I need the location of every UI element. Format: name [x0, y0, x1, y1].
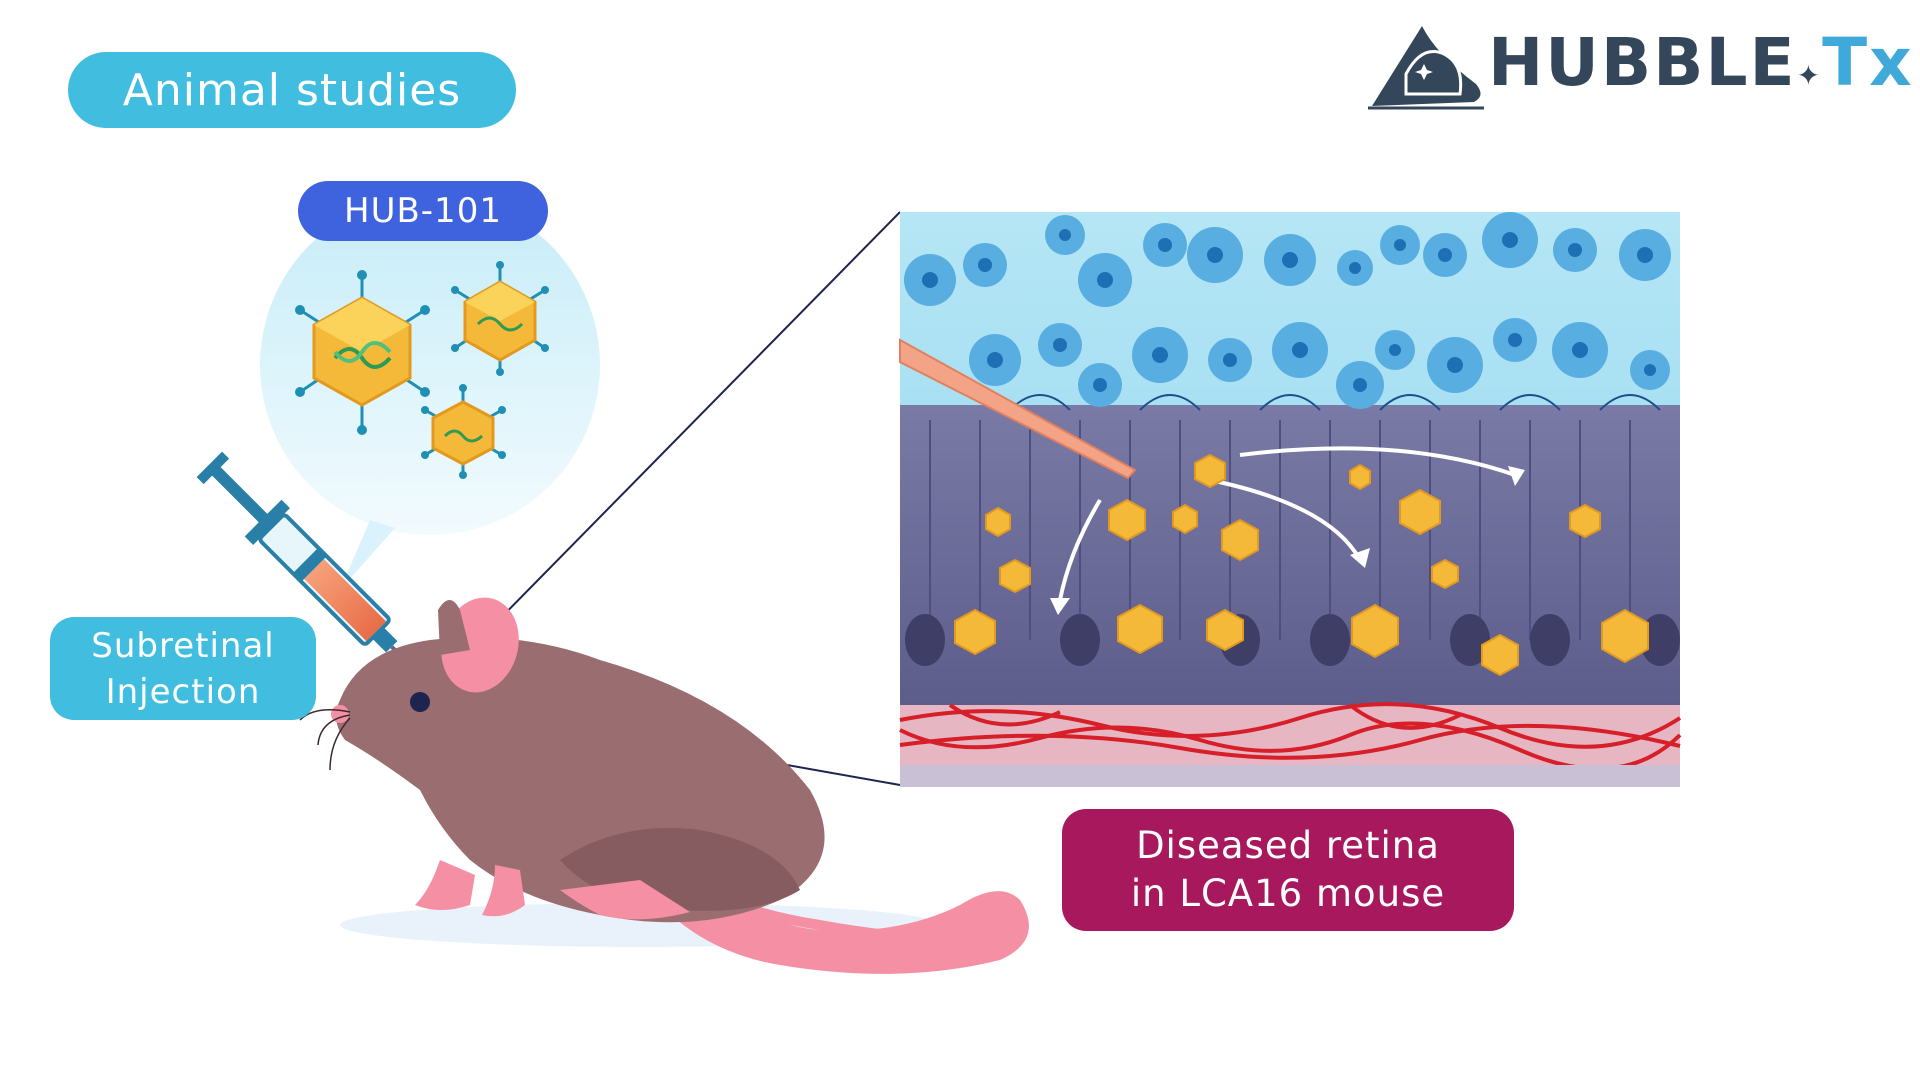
mouse-illustration [299, 597, 1029, 974]
injection-label-line1: Subretinal [91, 625, 275, 666]
drug-label-text: HUB-101 [344, 191, 502, 231]
aav-particle-medium [451, 261, 549, 376]
aav-particle-small [421, 384, 506, 479]
logo-star-icon: ✦ [1796, 59, 1823, 92]
aav-particle-large [295, 270, 430, 435]
page-title-text: Animal studies [122, 64, 462, 116]
logo-brand-suffix: Tx [1822, 24, 1914, 101]
retina-label: Diseased retina in LCA16 mouse [1062, 809, 1514, 931]
page-title: Animal studies [68, 52, 516, 128]
vector-bubble [260, 195, 600, 590]
injection-label-line2: Injection [105, 671, 261, 712]
retina-panel [899, 212, 1682, 787]
drug-label: HUB-101 [298, 181, 548, 241]
retina-label-line2: in LCA16 mouse [1130, 872, 1446, 915]
injection-label: Subretinal Injection [50, 617, 316, 720]
logo-mark-icon [1368, 26, 1484, 110]
hubble-logo [1368, 26, 1484, 110]
logo-brand: HUBBLE [1488, 24, 1797, 101]
retina-label-line1: Diseased retina [1136, 824, 1440, 867]
syringe-illustration [196, 451, 429, 684]
logo-wordmark: HUBBLE✦Tx [1488, 24, 1914, 101]
